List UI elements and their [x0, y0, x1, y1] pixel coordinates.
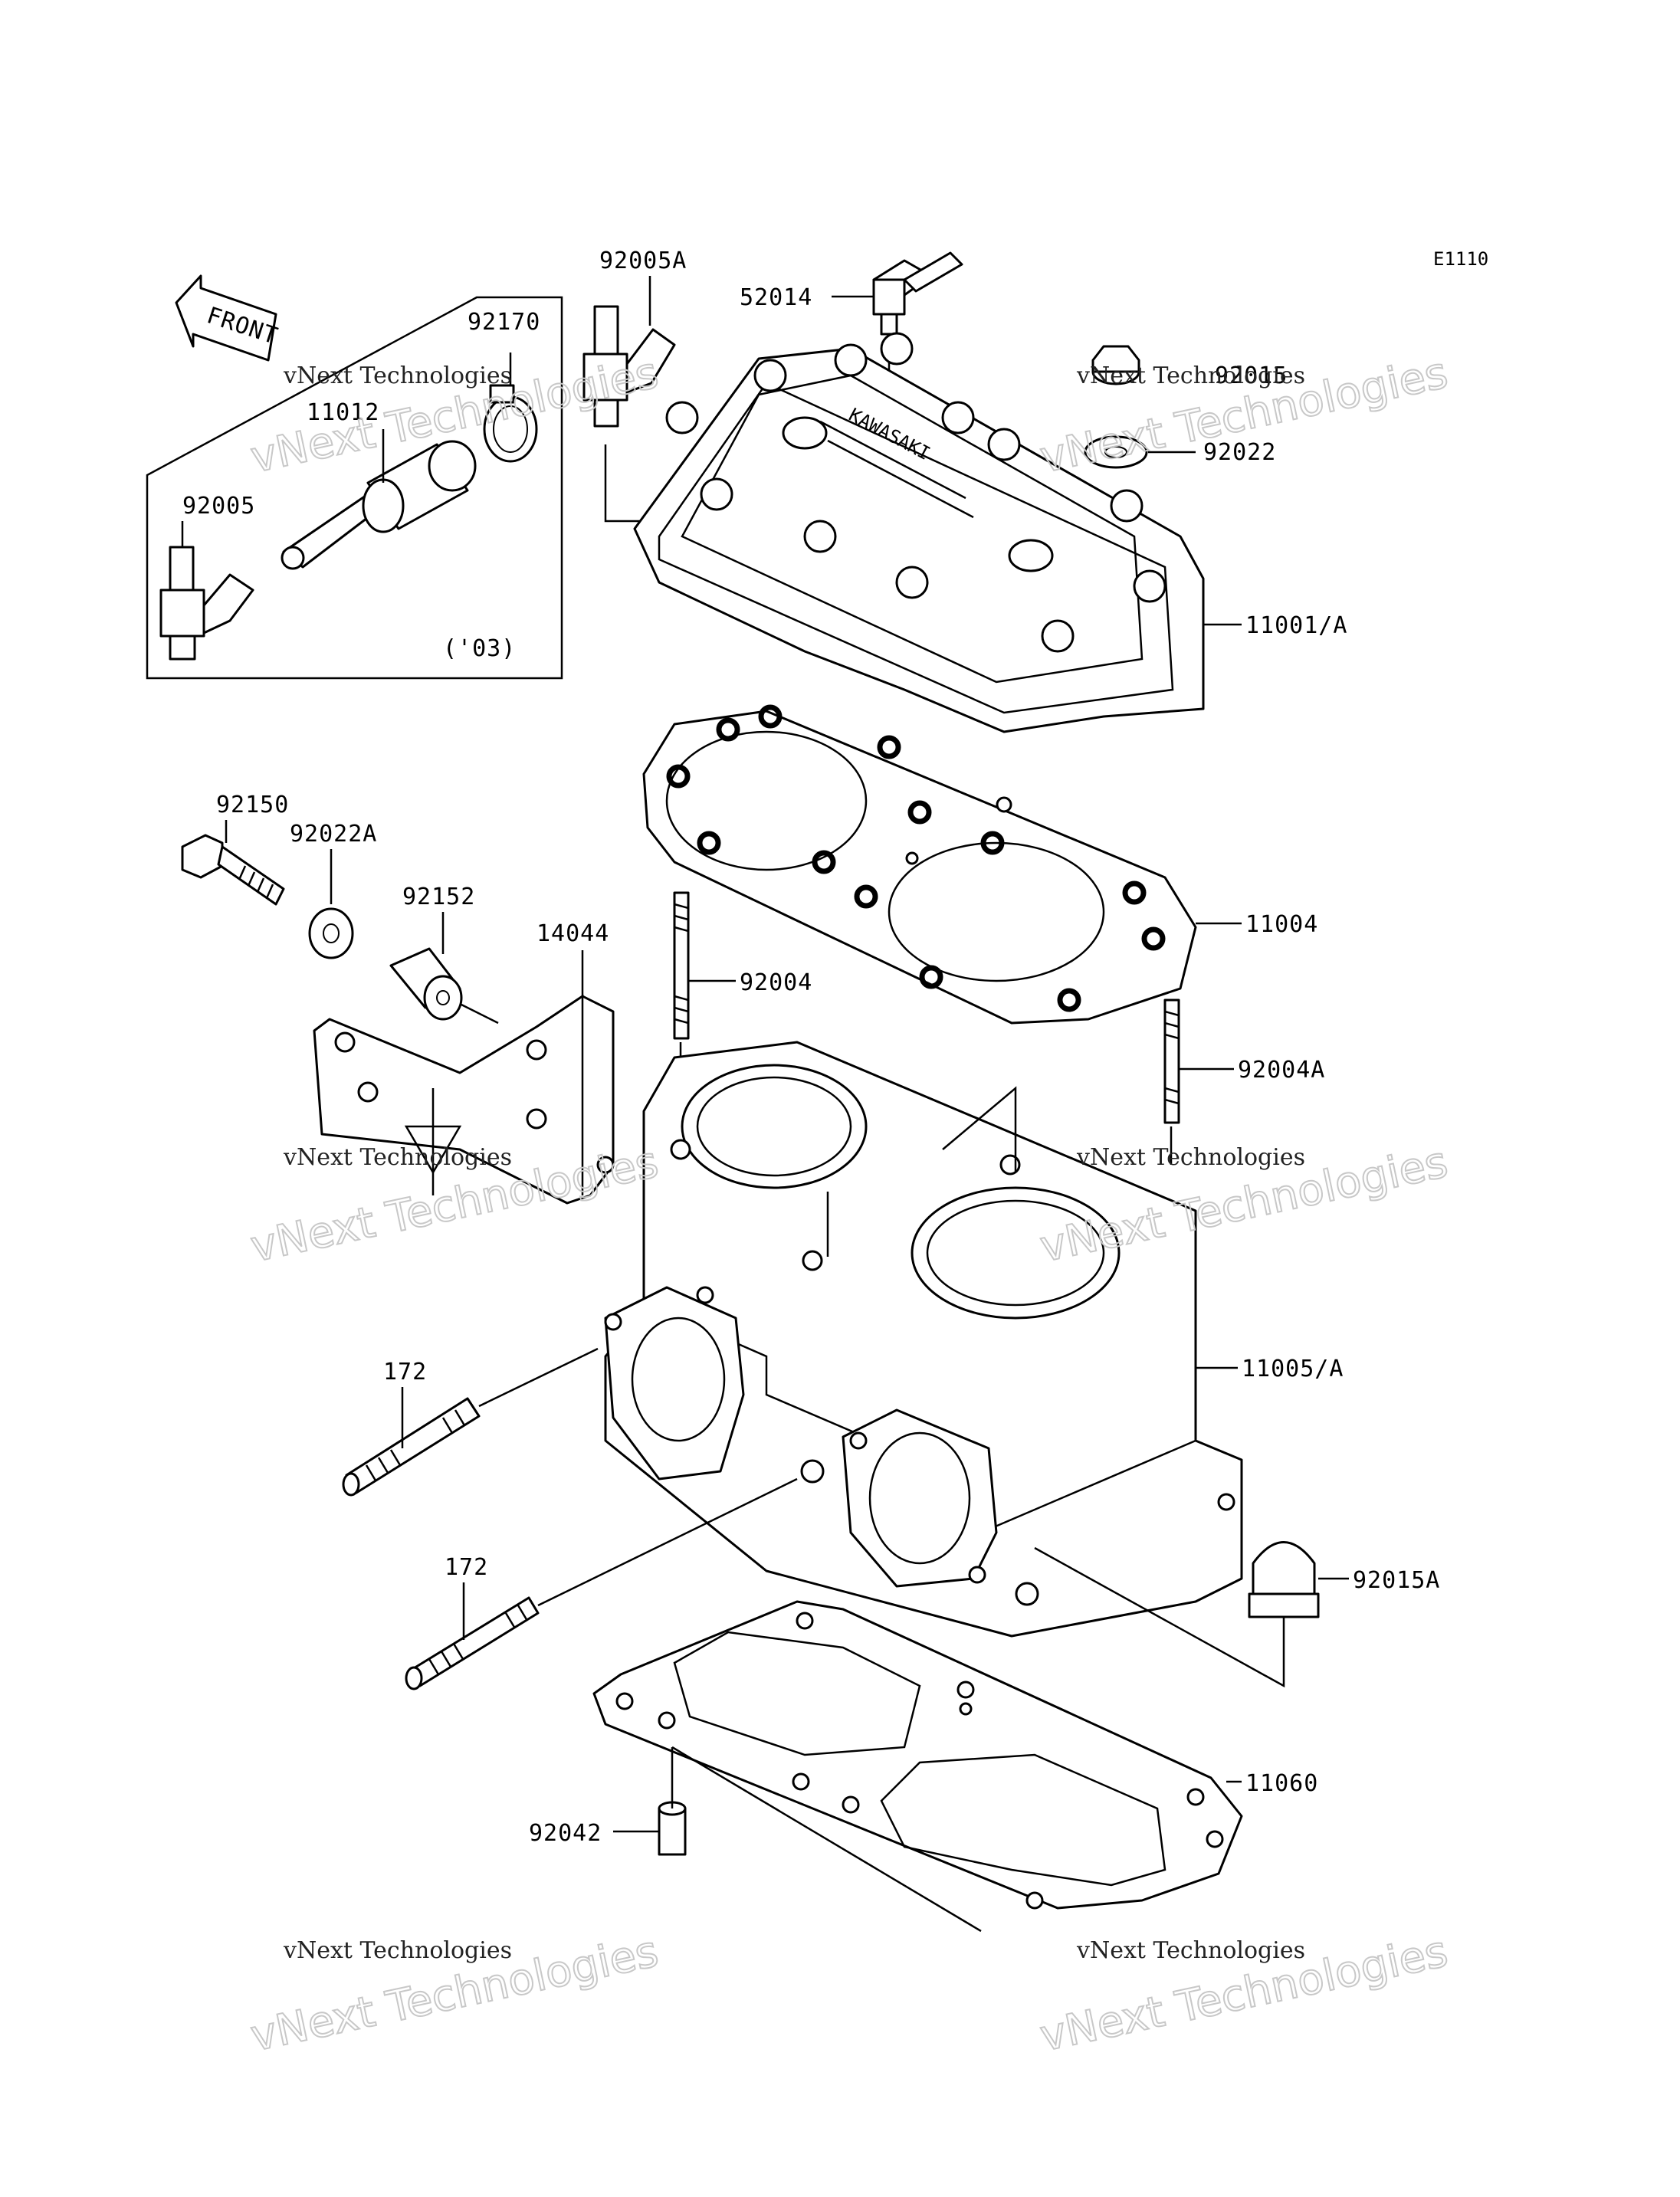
watermark-bottom-left: vNext Technologies vNext Technologies [246, 1926, 664, 2062]
sensor-11012-part [281, 440, 477, 570]
watermark-mid-left: vNext Technologies vNext Technologies [246, 1136, 664, 1273]
callout-92004: 92004 [740, 969, 812, 996]
svg-text:vNext Technologies: vNext Technologies [283, 362, 512, 389]
callout-92042: 92042 [529, 1820, 602, 1847]
stud-172-lower-part [405, 1596, 540, 1690]
stud-92004-part [673, 891, 690, 1040]
nut-92015-part [1091, 345, 1140, 385]
callout-52014: 52014 [740, 284, 812, 311]
svg-text:vNext Technologies: vNext Technologies [1076, 362, 1305, 389]
dowel-92042-part [658, 1801, 687, 1856]
svg-text:vNext Technologies: vNext Technologies [283, 1937, 512, 1964]
gasket-rings [666, 704, 1166, 1012]
spacer-92152-part [389, 947, 463, 1021]
callout-92005: 92005 [182, 493, 255, 520]
clamp-92170-part [483, 384, 538, 463]
svg-text:vNext Technologies: vNext Technologies [1076, 1144, 1305, 1171]
callout-11001a: 11001/A [1245, 612, 1347, 639]
base-gasket-11060-part [592, 1600, 1243, 1910]
head-gasket-11004-part [642, 704, 1197, 1025]
callout-92152: 92152 [402, 884, 475, 910]
cap-nut-92015a-part [1248, 1541, 1320, 1618]
callout-11012: 11012 [307, 399, 379, 426]
inset-box: ('03) [146, 296, 563, 680]
front-arrow-icon: FRONT [175, 274, 281, 362]
cylinder-head-11001a-part: KAWASAKI [633, 332, 1205, 733]
watermark-bottom-right: vNext Technologies vNext Technologies [1035, 1926, 1453, 2062]
callout-11005a: 11005/A [1242, 1356, 1344, 1382]
fitting-92005-part [159, 546, 254, 661]
inset-note: ('03) [443, 635, 516, 662]
callout-14044: 14044 [536, 920, 609, 947]
callout-92004a: 92004A [1238, 1057, 1325, 1084]
fitting-92005a-part [582, 305, 676, 428]
callout-172-lower: 172 [445, 1554, 488, 1581]
callout-92022: 92022 [1203, 439, 1276, 466]
bolt-92150-part [181, 834, 285, 906]
diagram-code: E1110 [1433, 248, 1488, 270]
svg-text:vNext Technologies: vNext Technologies [1076, 1937, 1305, 1964]
callout-92170: 92170 [468, 309, 540, 336]
cylinder-11005a-part [604, 1041, 1243, 1638]
callout-11004: 11004 [1245, 911, 1318, 938]
callout-172-upper: 172 [383, 1359, 427, 1385]
callout-92015a: 92015A [1353, 1567, 1440, 1594]
fitting-52014-part [872, 251, 963, 336]
stud-92004a-part [1163, 998, 1180, 1124]
stud-172-upper-part [342, 1397, 481, 1497]
callout-92005a: 92005A [599, 248, 687, 274]
callout-92150: 92150 [216, 792, 289, 818]
callout-92022a: 92022A [290, 821, 377, 848]
svg-text:vNext Technologies: vNext Technologies [283, 1144, 512, 1171]
washer-92022a-part [308, 907, 354, 959]
head-bolt-holes [665, 332, 1166, 653]
callout-92015: 92015 [1215, 362, 1288, 389]
washer-92022-part [1084, 435, 1148, 469]
callout-11060: 11060 [1245, 1770, 1318, 1797]
